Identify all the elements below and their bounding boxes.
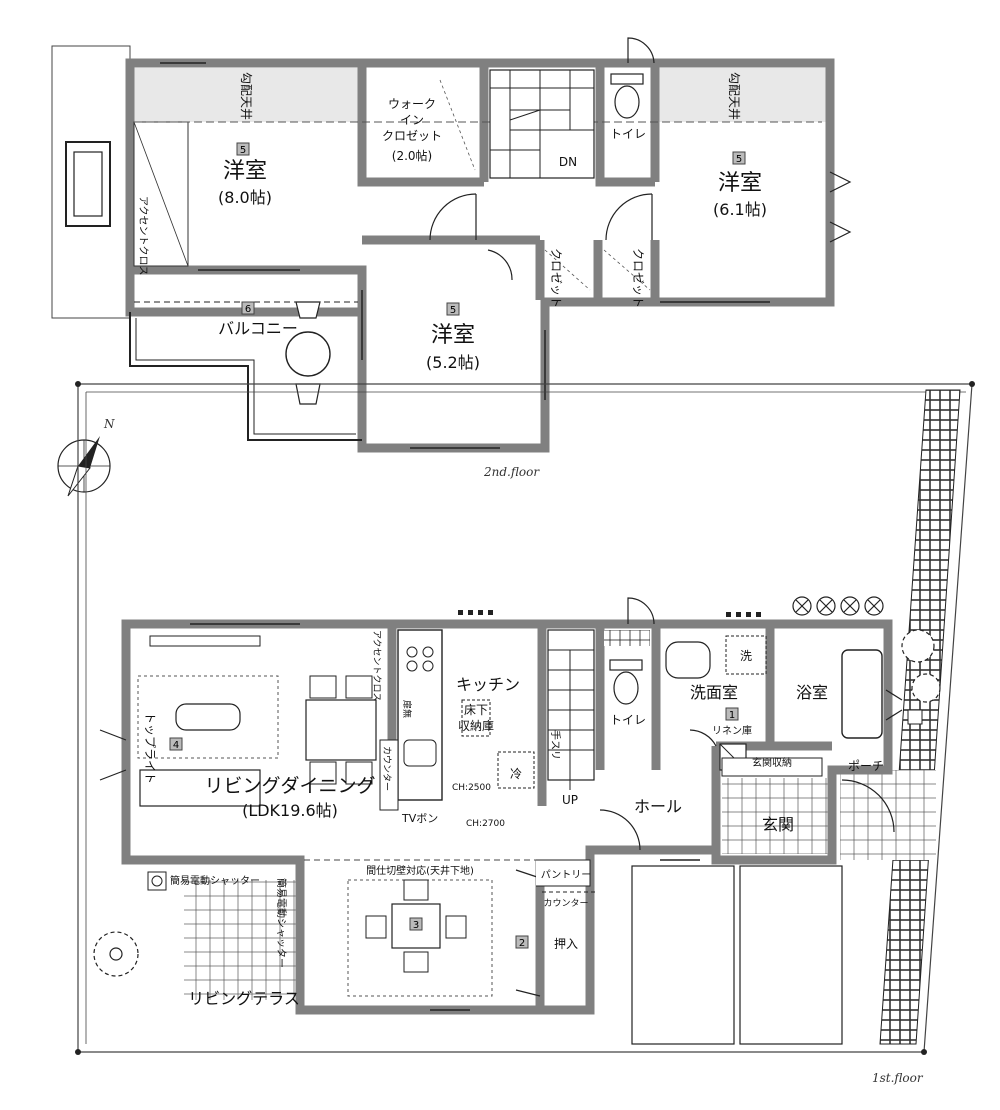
- oshiire-label: 押入: [554, 937, 578, 951]
- handrail-label: 手スリ: [549, 730, 562, 760]
- south-room-size: (5.2帖): [426, 353, 480, 372]
- sloped-ceiling-b-label: 勾配天井: [727, 72, 741, 120]
- room-badge: 4: [173, 740, 179, 751]
- room-badge: 2: [519, 938, 525, 949]
- ch2500-label: CH:2500: [452, 783, 491, 793]
- closet-a-label: クロゼット: [549, 248, 563, 308]
- room-badge: 5: [240, 145, 246, 156]
- fridge-label: 冷: [510, 767, 522, 781]
- terrace-label: リビングテラス: [188, 989, 300, 1008]
- walkin-closet-line2: イン: [400, 113, 424, 127]
- entrance-storage-label: 玄関収納: [752, 756, 792, 769]
- tv-label: TVボン: [401, 812, 438, 825]
- closet-b-label: クロゼット: [631, 248, 645, 308]
- room-badge: 5: [450, 305, 456, 316]
- room-badge: 6: [245, 304, 251, 315]
- aircon-unit: [65, 141, 111, 227]
- stair-1f-label: UP: [562, 793, 578, 807]
- floor2-plan: [51, 37, 852, 497]
- compass-north-label: N: [103, 417, 115, 431]
- stair-2f: [489, 69, 595, 179]
- ch2700-label: CH:2700: [466, 819, 505, 829]
- walkin-closet-line3: クロゼット: [382, 129, 442, 143]
- kitchen-counter: [397, 629, 443, 801]
- room-badge: 3: [413, 920, 419, 931]
- shutter-h-label: 簡易電動シャッター: [170, 874, 260, 887]
- pantry-label: パントリー: [541, 869, 592, 881]
- sloped-ceiling-east: [658, 68, 826, 122]
- sloped-ceiling-a-label: 勾配天井: [239, 72, 253, 120]
- east-room-name: 洋室: [718, 171, 762, 196]
- partition-label: 間仕切壁対応(天井下地): [366, 864, 474, 877]
- counter-label: カウンター: [381, 746, 392, 791]
- sloped-ceiling-west: [134, 68, 360, 122]
- sofa: [139, 769, 261, 807]
- balcony-label: バルコニー: [218, 319, 298, 338]
- wash-basin: [665, 641, 711, 679]
- parking-bay-1: [631, 865, 735, 1045]
- ldk-size: (LDK19.6帖): [242, 801, 338, 820]
- toilet-2f-label: トイレ: [610, 127, 646, 141]
- parking-bay-2: [739, 865, 843, 1045]
- floor2-caption: 2nd.floor: [483, 465, 540, 479]
- floor1-caption: 1st.floor: [872, 1071, 924, 1085]
- ldk-name: リビングダイニング: [204, 775, 375, 797]
- washer-space: [725, 635, 767, 675]
- linen-label: リネン庫: [712, 724, 752, 737]
- walkin-closet-line1: ウォーク: [388, 97, 436, 111]
- entrance-label: 玄関: [762, 815, 794, 834]
- room-badge: 5: [736, 154, 742, 165]
- underfloor-storage-line2: 収納庫: [458, 719, 494, 733]
- dining-table: [305, 699, 377, 761]
- terrace-tiles: [184, 880, 296, 1000]
- walkin-closet-size: (2.0帖): [392, 148, 432, 163]
- accent-cloth-2f-label: アクセントクロス: [137, 196, 149, 276]
- west-room-name: 洋室: [223, 159, 267, 184]
- stair-2f-label: DN: [559, 155, 577, 169]
- kitchen-label: キッチン: [456, 675, 520, 694]
- stair-1f: [547, 629, 595, 781]
- bath-label: 浴室: [796, 683, 828, 702]
- south-room-name: 洋室: [431, 323, 475, 348]
- fridge-space: [497, 751, 535, 789]
- accent-cloth-1f-label: アクセントクロス: [371, 630, 382, 702]
- washroom-label: 洗面室: [690, 683, 738, 702]
- ldk-rug: [137, 675, 279, 759]
- west-room-size: (8.0帖): [218, 188, 272, 207]
- underfloor-storage-line1: 床下: [464, 703, 488, 717]
- floor1-plan: [75, 381, 975, 1055]
- balcony-table: [285, 331, 331, 377]
- east-room-size: (6.1帖): [713, 200, 767, 219]
- no-door-label: 扉無: [401, 700, 413, 718]
- toilet-1f-bowl: [613, 671, 639, 705]
- hall-label: ホール: [634, 797, 682, 816]
- room-badge: 1: [729, 710, 735, 721]
- porch-label: ポーチ: [848, 759, 884, 773]
- wash-label: 洗: [740, 649, 752, 663]
- toilet-2f-bowl: [614, 85, 640, 119]
- compass: [57, 436, 111, 497]
- toplight-label: トップライト: [143, 712, 157, 784]
- bathtub: [841, 649, 883, 739]
- counter2-label: カウンター: [543, 898, 588, 909]
- shutter-v-label: 簡易電動シャッター: [275, 878, 288, 968]
- toilet-1f-label: トイレ: [610, 713, 646, 727]
